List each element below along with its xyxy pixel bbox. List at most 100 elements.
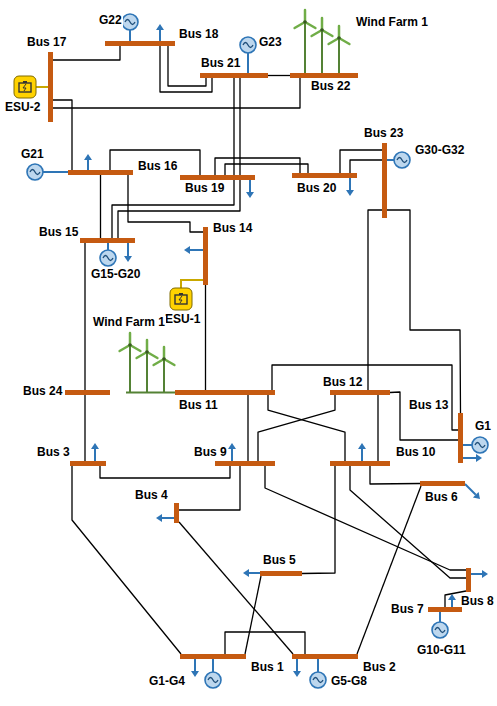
device-label: Wind Farm 1 bbox=[355, 16, 429, 29]
load-arrow bbox=[293, 659, 301, 677]
transmission-line bbox=[357, 486, 421, 654]
load-arrow bbox=[448, 594, 456, 607]
bus-bar: Bus 5 bbox=[260, 571, 302, 576]
generator-circle bbox=[240, 37, 256, 53]
load-arrow bbox=[124, 243, 132, 262]
transmission-line bbox=[268, 395, 345, 461]
device-label: G1-G4 bbox=[148, 675, 186, 688]
generator-wave bbox=[435, 628, 445, 633]
device-label: G22 bbox=[98, 14, 123, 27]
generator-circle bbox=[310, 672, 326, 688]
load-arrow bbox=[228, 443, 236, 461]
bus-label: Bus 19 bbox=[184, 182, 225, 195]
transmission-line bbox=[258, 395, 335, 461]
turbine-hub bbox=[162, 357, 166, 361]
load-arrow-head bbox=[246, 192, 254, 198]
bus-bar: Bus 14 bbox=[203, 227, 208, 285]
load-arrow bbox=[156, 514, 174, 522]
generator-symbol bbox=[240, 37, 256, 73]
device-label: G1 bbox=[474, 420, 492, 433]
bus-bar: Bus 19 bbox=[180, 175, 255, 180]
bus-label: Bus 16 bbox=[137, 160, 178, 173]
bus-bar: Bus 13 bbox=[458, 413, 463, 463]
load-arrow-head bbox=[482, 570, 488, 578]
bus-label: Bus 18 bbox=[178, 28, 219, 41]
load-arrow-head bbox=[473, 492, 480, 499]
transmission-line bbox=[247, 395, 248, 461]
bus-bar: Bus 1 bbox=[180, 654, 246, 659]
load-arrow bbox=[191, 659, 199, 677]
load-arrow-stem bbox=[194, 659, 196, 671]
bus-bar: Bus 7 bbox=[428, 607, 462, 612]
load-arrow-head bbox=[293, 671, 301, 677]
generator-stem bbox=[129, 30, 131, 41]
generator-symbol bbox=[387, 152, 410, 168]
load-arrow-stem bbox=[162, 517, 174, 519]
generator-wave bbox=[103, 256, 113, 261]
bus-label: Bus 14 bbox=[212, 222, 253, 235]
generator-circle bbox=[122, 14, 138, 30]
generator-wave bbox=[30, 170, 40, 175]
bus-label: Bus 3 bbox=[36, 446, 71, 459]
turbine-hub bbox=[337, 36, 341, 40]
transmission-line bbox=[179, 522, 293, 654]
bus-label: Bus 23 bbox=[363, 127, 404, 140]
bus-label: Bus 12 bbox=[322, 376, 363, 389]
load-arrow bbox=[91, 443, 99, 461]
load-arrow-stem bbox=[249, 572, 260, 574]
turbine-hub bbox=[128, 343, 132, 347]
generator-circle bbox=[394, 152, 410, 168]
load-arrow bbox=[358, 443, 366, 461]
load-arrow-stem bbox=[249, 180, 251, 192]
bus-label: Bus 21 bbox=[200, 57, 241, 70]
turbine-tower bbox=[146, 352, 148, 392]
generator-wave bbox=[208, 678, 218, 683]
turbine-hub bbox=[303, 20, 307, 24]
load-arrow bbox=[471, 570, 488, 578]
transmission-line bbox=[340, 150, 382, 173]
wind-farm-link bbox=[126, 392, 175, 394]
bus-label: Bus 24 bbox=[22, 385, 63, 398]
storage-stem bbox=[36, 86, 48, 88]
load-arrow bbox=[243, 569, 260, 577]
generator-symbol bbox=[432, 612, 448, 638]
battery-body bbox=[175, 295, 187, 304]
bus-bar: Bus 10 bbox=[330, 461, 390, 466]
generator-symbol bbox=[27, 164, 68, 180]
bus-label: Bus 1 bbox=[250, 661, 285, 674]
wind-turbine bbox=[329, 26, 350, 73]
bus-bar: Bus 17 bbox=[48, 52, 53, 122]
load-arrow bbox=[465, 484, 480, 499]
transmission-line bbox=[268, 75, 290, 76]
bus-label: Bus 5 bbox=[262, 554, 297, 567]
bus-label: Bus 15 bbox=[38, 226, 79, 239]
transmission-line bbox=[84, 395, 85, 461]
battery-cap bbox=[179, 293, 183, 295]
load-arrow-head bbox=[156, 514, 162, 522]
bus-bar: Bus 2 bbox=[292, 654, 358, 659]
bus-label: Bus 4 bbox=[134, 489, 169, 502]
generator-stem bbox=[387, 159, 394, 161]
load-arrow bbox=[463, 454, 482, 462]
transmission-line bbox=[225, 632, 305, 654]
bus-bar: Bus 3 bbox=[70, 461, 106, 466]
load-arrow-head bbox=[448, 594, 456, 600]
load-arrow-head bbox=[358, 443, 366, 449]
generator-stem bbox=[439, 612, 441, 622]
bus-bar: Bus 23 bbox=[382, 143, 387, 218]
bus-label: Bus 20 bbox=[296, 182, 337, 195]
transmission-line bbox=[215, 158, 300, 175]
generator-circle bbox=[205, 672, 221, 688]
generator-circle bbox=[100, 250, 116, 266]
storage-stem bbox=[181, 280, 203, 288]
bus-bar: Bus 16 bbox=[68, 170, 133, 175]
bus-label: Bus 11 bbox=[178, 399, 219, 412]
bus-bar: Bus 12 bbox=[330, 390, 390, 395]
bus-bar: Bus 8 bbox=[466, 568, 471, 592]
generator-stem bbox=[107, 243, 109, 250]
load-arrow-stem bbox=[159, 30, 161, 41]
transmission-line bbox=[100, 175, 101, 238]
load-arrow-head bbox=[124, 256, 132, 262]
device-label: G21 bbox=[20, 148, 45, 161]
